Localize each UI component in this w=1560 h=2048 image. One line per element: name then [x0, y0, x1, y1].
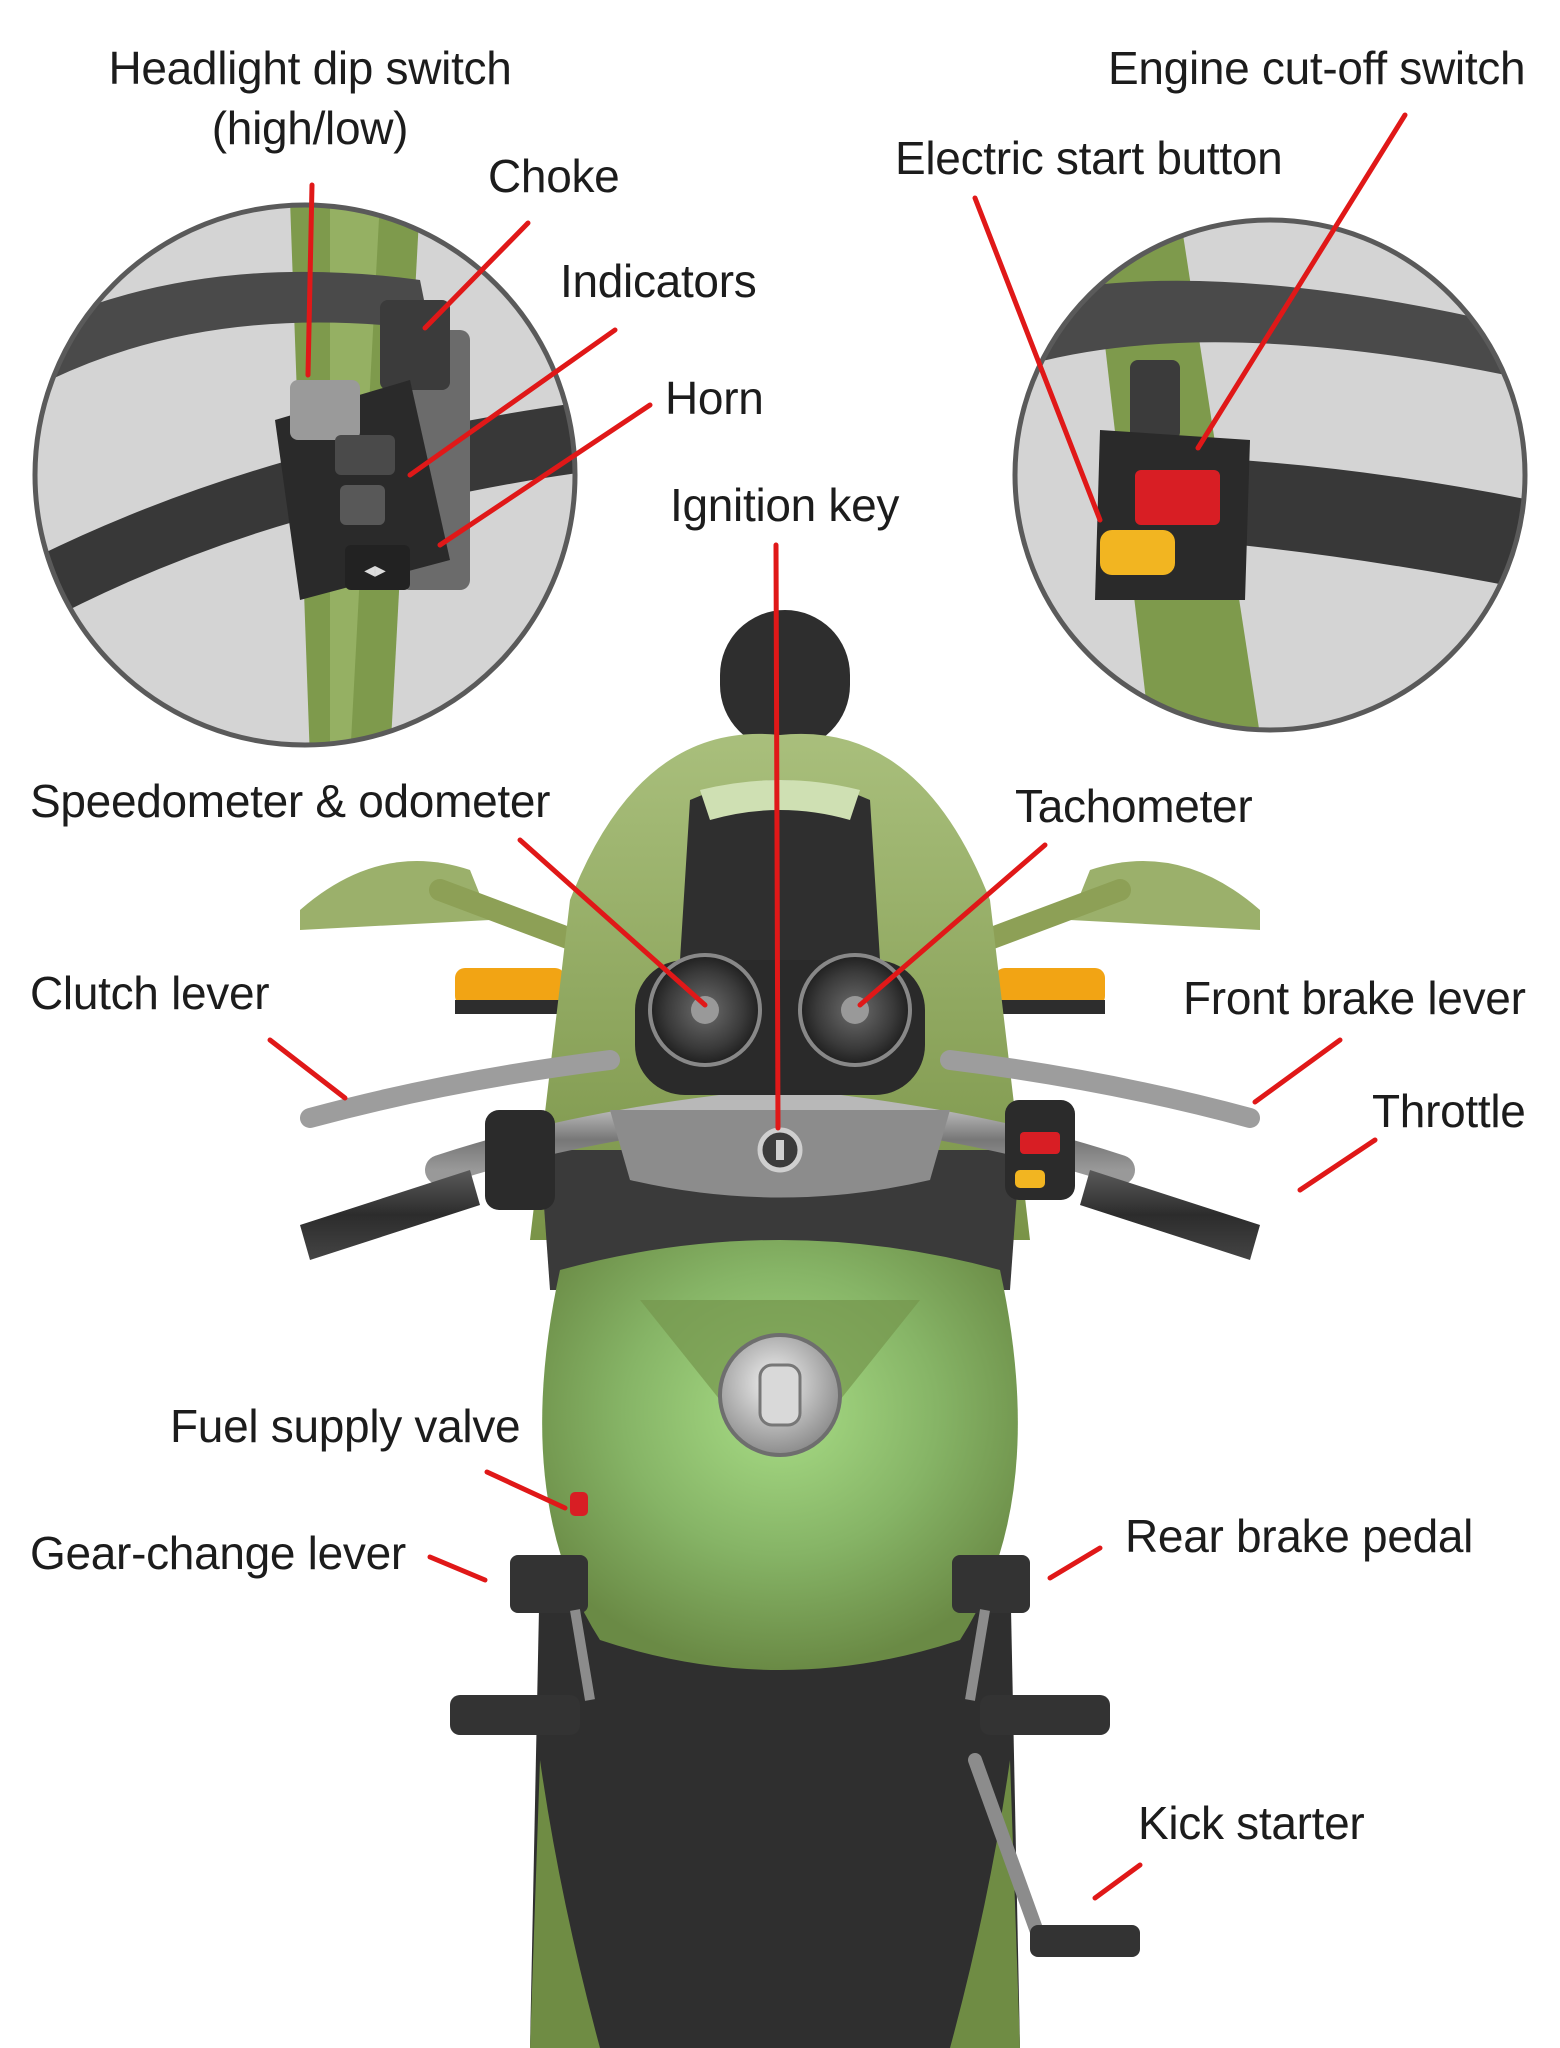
leader-fuel-valve: [484, 1469, 568, 1511]
rear-brake-pedal-shape: [952, 1555, 1030, 1613]
left-indicator-light: [455, 968, 565, 1006]
label-choke: Choke: [488, 150, 620, 202]
left-grip: [300, 1170, 480, 1260]
start-button-zoom: [1100, 530, 1175, 575]
leader-throttle: [1297, 1137, 1378, 1193]
label-engine-cutoff-switch: Engine cut-off switch: [1108, 42, 1526, 94]
label-fuel-supply-valve: Fuel supply valve: [170, 1400, 521, 1452]
leader-lines: [267, 112, 1408, 1901]
svg-text:◀▶: ◀▶: [364, 563, 386, 579]
label-clutch-lever: Clutch lever: [30, 967, 270, 1019]
leader-choke: [422, 220, 531, 331]
right-switchgear-zoom: [1012, 217, 1528, 733]
label-electric-start-button: Electric start button: [895, 132, 1283, 184]
label-front-brake-lever: Front brake lever: [1183, 972, 1526, 1024]
motorcycle-illustration: [300, 610, 1260, 2048]
leader-indicators: [407, 327, 618, 478]
kick-starter-pedal: [1030, 1925, 1140, 1957]
leader-ignition-key: [773, 542, 781, 1131]
label-headlight-dip-switch-line2: (high/low): [211, 102, 409, 154]
label-indicators: Indicators: [560, 255, 757, 307]
left-switchgear-zoom: ◀▶: [32, 202, 578, 748]
label-headlight-dip-switch: Headlight dip switch (high/low): [60, 45, 560, 151]
label-horn: Horn: [665, 372, 764, 424]
label-gear-change-lever: Gear-change lever: [30, 1527, 406, 1579]
leader-rear-brake: [1047, 1545, 1103, 1581]
leader-front-brake: [1252, 1037, 1343, 1105]
clutch-lever-shape: [300, 1050, 620, 1128]
gear-change-lever-pedal: [510, 1555, 588, 1613]
leader-kick-starter: [1092, 1862, 1143, 1901]
leader-horn: [437, 402, 653, 548]
leader-electric-start: [972, 195, 1103, 523]
label-tachometer: Tachometer: [1015, 780, 1253, 832]
label-throttle: Throttle: [1372, 1085, 1526, 1137]
leader-speedometer: [517, 837, 708, 1008]
kill-switch-red-zoom: [1135, 470, 1220, 525]
label-headlight-dip-switch-line1: Headlight dip switch: [108, 42, 512, 94]
throttle-grip: [1080, 1170, 1260, 1260]
label-kick-starter: Kick starter: [1138, 1797, 1365, 1849]
leader-engine-cutoff: [1195, 112, 1408, 451]
leader-headlight-dip: [305, 182, 315, 378]
label-speedometer-odometer: Speedometer & odometer: [30, 775, 551, 827]
leader-clutch: [267, 1037, 348, 1101]
label-ignition-key: Ignition key: [670, 479, 900, 531]
leader-gear-change: [427, 1554, 488, 1583]
fuel-valve-knob: [570, 1492, 588, 1516]
right-indicator-light: [995, 968, 1105, 1006]
label-rear-brake-pedal: Rear brake pedal: [1125, 1510, 1474, 1562]
front-brake-lever-shape: [940, 1050, 1260, 1128]
leader-tachometer: [857, 842, 1048, 1008]
